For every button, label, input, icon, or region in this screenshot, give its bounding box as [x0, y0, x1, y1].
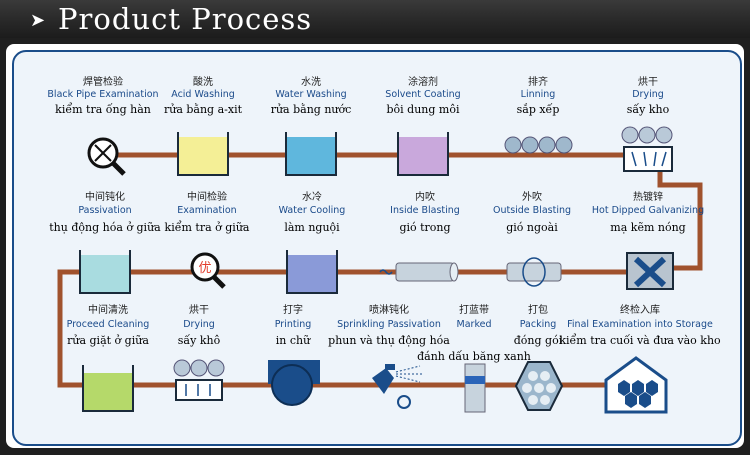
step-7-zh: 中间钝化: [85, 192, 125, 203]
step-3-vi: rửa bằng nước: [270, 103, 352, 116]
step-1-zh: 焊管检验: [83, 77, 123, 88]
drying-pipes-icon: [173, 359, 225, 401]
hot-dip-galvanizing-tank: [626, 252, 674, 290]
step-6-zh: 烘干: [638, 77, 658, 88]
step-13-zh: 中间清洗: [88, 305, 128, 316]
drying-oven-icon: [621, 126, 673, 172]
step-14-zh: 烘干: [189, 305, 209, 316]
header-bar: ➤ Product Process: [0, 0, 750, 38]
step-1-vi: kiểm tra ống hàn: [55, 103, 151, 116]
step-9-en: Water Cooling: [278, 205, 346, 216]
solvent-coating-tank: [397, 132, 449, 176]
step-19-en: Final Examination into Storage: [567, 319, 713, 330]
step-17-zh: 打蓝带: [459, 305, 489, 316]
water-cooling-tank: [286, 250, 338, 294]
step-5-en: Linning: [520, 89, 556, 100]
step-11-zh: 外吹: [522, 192, 542, 203]
examination-mark: 优: [198, 261, 211, 276]
step-14-en: Drying: [183, 319, 215, 330]
step-19-zh: 终检入库: [620, 305, 660, 316]
step-13-vi: rửa giặt ở giữa: [67, 334, 149, 347]
step-18-zh: 打包: [528, 305, 548, 316]
arrow-icon: ➤: [30, 10, 46, 31]
black-pipe-examination-icon: [87, 137, 126, 176]
step-12-vi: mạ kẽm nóng: [610, 221, 686, 234]
pipe-row1-right-drop: [657, 155, 703, 271]
proceed-cleaning-tank: [82, 365, 134, 412]
step-15-vi: in chữ: [275, 334, 311, 347]
step-16-zh: 喷淋钝化: [369, 305, 409, 316]
step-18-vi: đóng gói: [513, 334, 563, 347]
step-6-en: Drying: [632, 89, 664, 100]
step-2-zh: 酸洗: [193, 77, 213, 88]
step-13-en: Proceed Cleaning: [66, 319, 150, 330]
step-15-en: Printing: [274, 319, 312, 330]
step-18-en: Packing: [519, 319, 557, 330]
marked-pipe-icon: [464, 363, 486, 413]
step-8-en: Examination: [177, 205, 237, 216]
step-11-vi: gió ngoài: [506, 221, 558, 234]
step-7-vi: thụ động hóa ở giữa: [49, 221, 161, 234]
step-5-vi: sắp xếp: [516, 103, 560, 116]
step-4-vi: bôi dung môi: [386, 103, 460, 116]
linning-pipes-icon: [504, 136, 573, 154]
step-19-vi: kiểm tra cuối và đưa vào kho: [559, 334, 721, 347]
step-2-en: Acid Washing: [171, 89, 235, 100]
step-16-en: Sprinkling Passivation: [337, 319, 441, 330]
page-title: Product Process: [58, 2, 313, 36]
step-3-zh: 水洗: [301, 77, 321, 88]
storage-warehouse-icon: [604, 356, 668, 414]
pipe-lines: [57, 152, 703, 388]
step-12-en: Hot Dipped Galvanizing: [591, 205, 705, 216]
acid-washing-tank: [177, 132, 229, 176]
step-8-vi: kiểm tra ở giữa: [164, 221, 250, 234]
outside-blasting-pipe-icon: [506, 257, 562, 287]
step-5-zh: 排齐: [528, 77, 548, 88]
examination-magnifier-icon: 优: [190, 252, 226, 289]
step-2-vi: rửa bằng a-xit: [163, 103, 243, 116]
step-10-vi: gió trong: [399, 221, 451, 234]
step-14-vi: sấy khô: [177, 334, 221, 347]
step-7-en: Passivation: [78, 205, 132, 216]
step-17-vi: đánh dấu băng xanh: [417, 350, 531, 363]
step-17-en: Marked: [456, 319, 492, 330]
step-4-en: Solvent Coating: [385, 89, 461, 100]
step-1-en: Black Pipe Examination: [47, 89, 159, 100]
sprinkling-spray-icon: [372, 364, 422, 409]
step-3-en: Water Washing: [275, 89, 347, 100]
step-15-zh: 打字: [283, 305, 303, 316]
step-9-zh: 水冷: [302, 192, 322, 203]
step-4-zh: 涂溶剂: [408, 77, 438, 88]
step-12-zh: 热镀锌: [633, 192, 663, 203]
passivation-tank: [79, 250, 131, 294]
inside-blasting-pipe-icon: [379, 262, 459, 282]
step-10-en: Inside Blasting: [390, 205, 460, 216]
packing-bundle-icon: [514, 361, 564, 411]
step-9-vi: làm nguội: [284, 221, 340, 234]
printing-roller-icon: [268, 360, 320, 406]
step-10-zh: 内吹: [415, 192, 435, 203]
water-washing-tank: [285, 132, 337, 176]
step-6-vi: sấy kho: [626, 103, 670, 116]
step-8-zh: 中间检验: [187, 192, 227, 203]
step-11-en: Outside Blasting: [492, 205, 572, 216]
step-16-vi: phun và thụ động hóa: [328, 334, 450, 347]
